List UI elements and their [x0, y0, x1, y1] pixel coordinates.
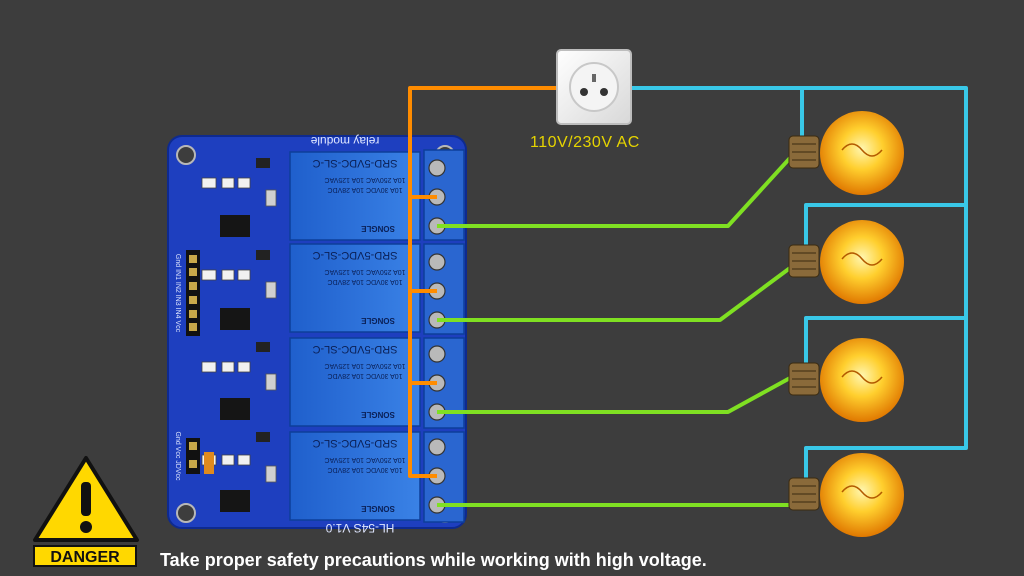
- relay-rating: 10A 30VDC 10A 28VDC: [327, 278, 402, 285]
- wall-socket: [556, 49, 632, 125]
- jumper-cap: [204, 452, 214, 474]
- relay-brand: SONGLE: [360, 316, 394, 325]
- relay-rating: 10A 250VAC 10A 125VAC: [324, 456, 405, 463]
- relay-brand: SONGLE: [360, 224, 394, 233]
- load-wire: [437, 156, 792, 507]
- live-wire: [408, 86, 590, 478]
- relay-rating: 10A 30VDC 10A 28VDC: [327, 466, 402, 473]
- light-bulb-3: [788, 338, 904, 422]
- danger-label: DANGER: [33, 545, 137, 567]
- input-pin-header: Gnd IN1 IN2 IN3 IN4 Vcc: [174, 250, 200, 336]
- relay-rating: 10A 250VAC 10A 125VAC: [324, 176, 405, 183]
- diodes: [265, 189, 277, 483]
- safety-caption: Take proper safety precautions while wor…: [160, 550, 707, 570]
- relay-rating: 10A 30VDC 10A 28VDC: [327, 186, 402, 193]
- light-bulb-4: [788, 453, 904, 537]
- relay-part-number: SRD-5VDC-SL-C: [312, 157, 397, 169]
- relay-module-board: relay module HL-54S V1.0 Gnd IN1 IN2 IN3…: [167, 134, 467, 535]
- jumper-label: Gnd Vcc JDVcc: [174, 431, 181, 481]
- light-bulb-2: [788, 220, 904, 304]
- mounting-hole: [176, 145, 196, 165]
- relay-part-number: SRD-5VDC-SL-C: [312, 343, 397, 355]
- power-source-label: 110V/230V AC: [530, 134, 640, 151]
- relay-rating: 10A 250VAC 10A 125VAC: [324, 362, 405, 369]
- relay-brand: SONGLE: [360, 504, 394, 513]
- relay-part-number: SRD-5VDC-SL-C: [312, 437, 397, 449]
- relay-part-number: SRD-5VDC-SL-C: [312, 249, 397, 261]
- relay-3: SRD-5VDC-SL-C 10A 250VAC 10A 125VAC 10A …: [289, 337, 421, 427]
- pin-header-label: Gnd IN1 IN2 IN3 IN4 Vcc: [174, 254, 181, 333]
- mounting-hole: [176, 503, 196, 523]
- relay-4: SRD-5VDC-SL-C 10A 250VAC 10A 125VAC 10A …: [289, 431, 421, 521]
- relay-brand: SONGLE: [360, 410, 394, 419]
- jumper-header: Gnd Vcc JDVcc: [174, 431, 200, 481]
- relay-rating: 10A 30VDC 10A 28VDC: [327, 372, 402, 379]
- optocouplers: [220, 215, 250, 512]
- neutral-wire: [600, 86, 968, 488]
- relay-2: SRD-5VDC-SL-C 10A 250VAC 10A 125VAC 10A …: [289, 243, 421, 333]
- board-title: relay module: [310, 134, 379, 148]
- warning-triangle-icon: [33, 456, 139, 542]
- transistors: [256, 158, 270, 442]
- relay-1: SRD-5VDC-SL-C 10A 250VAC 10A 125VAC 10A …: [289, 151, 421, 241]
- board-model: HL-54S V1.0: [325, 521, 394, 535]
- light-bulb-1: [788, 111, 904, 195]
- relay-rating: 10A 250VAC 10A 125VAC: [324, 268, 405, 275]
